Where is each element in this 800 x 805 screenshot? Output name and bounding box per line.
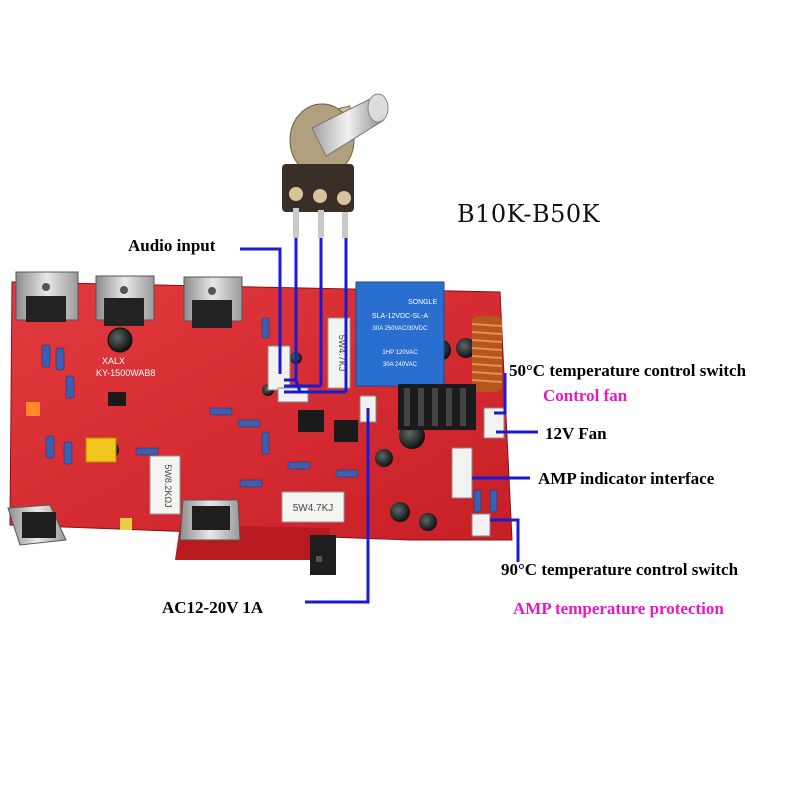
heatsink-bottom-1 (7, 504, 67, 546)
svg-text:5W4.7KJ: 5W4.7KJ (337, 335, 347, 372)
label-temp50: 50°C temperature control switch (509, 361, 747, 380)
heatsink-top-3 (183, 276, 243, 328)
label-amp-indicator: AMP indicator interface (538, 469, 715, 488)
relay: SONGLE SLA-12VDC-SL-A 30A 250VAC/30VDC 1… (355, 281, 445, 387)
label-amp-protect: AMP temperature protection (513, 599, 724, 618)
temp90-connector (471, 513, 491, 537)
transistor (108, 392, 126, 406)
svg-text:SONGLE: SONGLE (408, 299, 438, 306)
inductor-coil (471, 316, 503, 392)
heatsink-bottom-2 (179, 499, 241, 541)
svg-text:5W8.2KΩJ: 5W8.2KΩJ (163, 464, 173, 507)
svg-text:30A 250VAC/30VDC: 30A 250VAC/30VDC (373, 326, 429, 332)
svg-text:1HP 120VAC: 1HP 120VAC (382, 350, 418, 356)
small-part (120, 518, 132, 530)
label-temp90: 90°C temperature control switch (501, 560, 739, 579)
leader-audio-input (240, 247, 282, 374)
amp-indicator-connector (451, 447, 473, 499)
svg-text:SLA-12VDC-SL-A: SLA-12VDC-SL-A (372, 313, 428, 320)
leader-ac-input (305, 408, 370, 604)
ic-chip-2 (334, 420, 358, 442)
label-control-fan: Control fan (543, 386, 628, 405)
model-label: B10K-B50K (457, 200, 601, 228)
power-resistor-2: 5W4.7KJ (281, 491, 345, 523)
power-resistor-1: 5W8.2KΩJ (149, 455, 181, 515)
heatsink-top-1 (15, 271, 79, 322)
ic-chip-1 (298, 410, 324, 432)
film-capacitor (85, 437, 117, 463)
leader-temp90 (490, 518, 520, 562)
svg-text:5W4.7KJ: 5W4.7KJ (293, 503, 334, 514)
silk-brand: XALX (102, 356, 125, 366)
leader-lines (240, 238, 538, 604)
resistors (41, 317, 498, 513)
silk-model: KY-1500WAB8 (96, 368, 155, 378)
pot-connector (277, 387, 309, 403)
svg-text:30A 240VAC: 30A 240VAC (383, 362, 418, 368)
label-audio-input: Audio input (128, 236, 216, 255)
leader-temp50 (494, 373, 507, 415)
potentiometer (282, 93, 389, 238)
heatsink-right (398, 384, 476, 430)
label-fan12v: 12V Fan (545, 424, 607, 443)
trimmer (26, 402, 40, 416)
ac-input-plug (310, 535, 336, 575)
label-ac-input: AC12-20V 1A (162, 598, 264, 617)
heatsink-top-2 (95, 275, 155, 326)
